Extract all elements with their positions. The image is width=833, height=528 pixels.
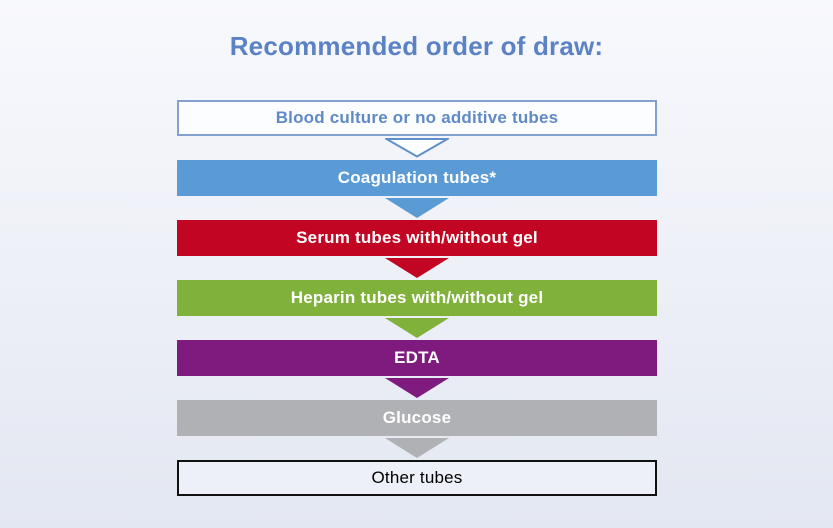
- step-label: Blood culture or no additive tubes: [275, 108, 559, 127]
- step-box: Serum tubes with/without gel: [177, 220, 657, 256]
- down-arrow-icon: [385, 198, 449, 218]
- step-box: EDTA: [177, 340, 657, 376]
- step-label: Glucose: [382, 408, 452, 427]
- step-box: Other tubes: [177, 460, 657, 496]
- arrow-connector: [177, 196, 657, 220]
- step-box: Glucose: [177, 400, 657, 436]
- down-arrow-icon: [385, 378, 449, 398]
- step-label: Other tubes: [371, 468, 463, 487]
- arrow-connector: [177, 256, 657, 280]
- step-label: EDTA: [394, 348, 440, 367]
- down-arrow-icon: [385, 318, 449, 338]
- arrow-connector: [177, 316, 657, 340]
- step-label: Coagulation tubes*: [337, 168, 497, 187]
- down-arrow-icon: [385, 438, 449, 458]
- page-title: Recommended order of draw:: [229, 31, 604, 61]
- arrow-connector: [177, 136, 657, 160]
- arrow-connector: [177, 436, 657, 460]
- down-arrow-icon: [385, 258, 449, 278]
- step-box: Blood culture or no additive tubes: [177, 100, 657, 136]
- step-label: Heparin tubes with/without gel: [290, 288, 544, 307]
- down-arrow-icon: [385, 138, 449, 158]
- arrow-connector: [177, 376, 657, 400]
- step-box: Coagulation tubes*: [177, 160, 657, 196]
- step-label: Serum tubes with/without gel: [296, 228, 538, 247]
- step-box: Heparin tubes with/without gel: [177, 280, 657, 316]
